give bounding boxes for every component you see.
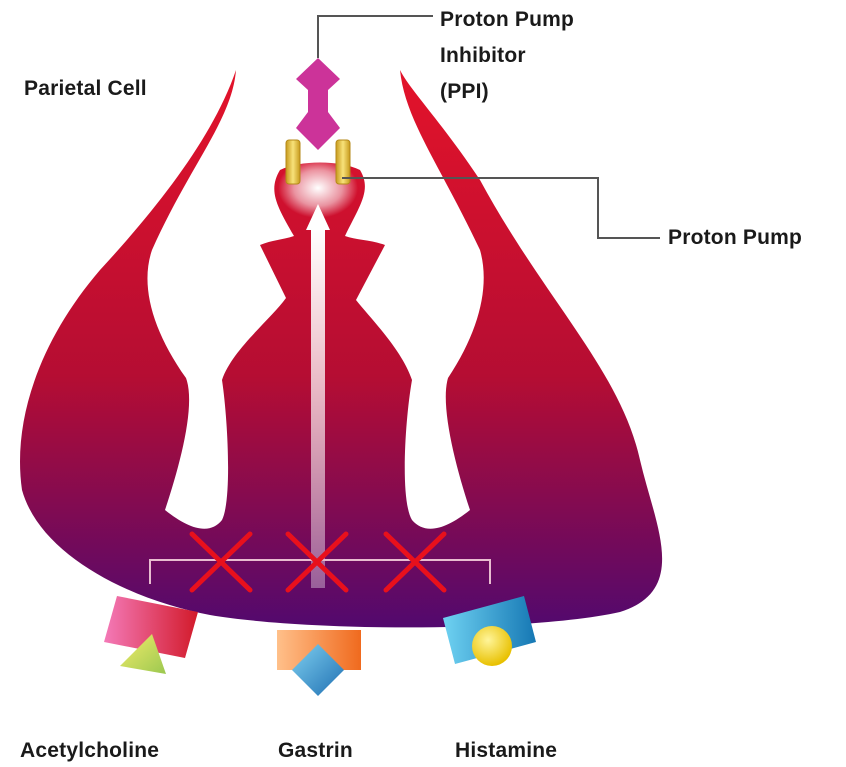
ppi-label-line-2: Inhibitor bbox=[440, 38, 574, 74]
proton-pump-left bbox=[286, 140, 300, 184]
histamine-ligand bbox=[472, 626, 512, 666]
ppi-label-line-3: (PPI) bbox=[440, 74, 574, 110]
ppi-label-line-1: Proton Pump bbox=[440, 2, 574, 38]
gastrin-label: Gastrin bbox=[278, 739, 353, 763]
histamine-label: Histamine bbox=[455, 739, 557, 763]
parietal-cell-label: Parietal Cell bbox=[24, 77, 147, 101]
acid-secretion-arrow-shaft bbox=[311, 228, 325, 588]
ppi-leader-line bbox=[318, 16, 433, 58]
ppi-molecule bbox=[296, 58, 340, 150]
ppi-label: Proton Pump Inhibitor (PPI) bbox=[440, 2, 574, 110]
proton-pump-label: Proton Pump bbox=[668, 226, 802, 250]
acetylcholine-label: Acetylcholine bbox=[20, 739, 159, 763]
